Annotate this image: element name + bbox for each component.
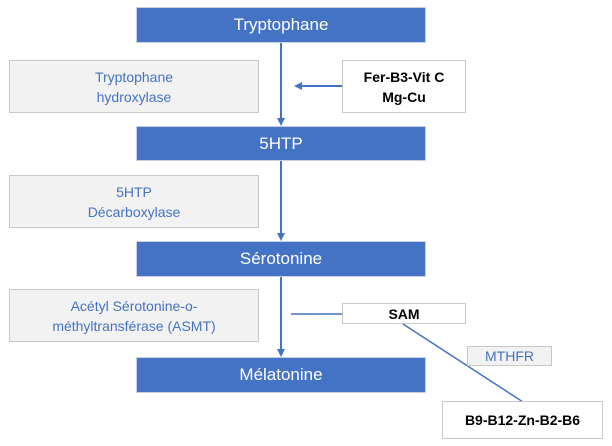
enzyme-tryptophane-hydroxylase: Tryptophane hydroxylase xyxy=(9,60,259,113)
cofactor-sam: SAM xyxy=(342,303,466,324)
enzyme-asmt: Acétyl Sérotonine-o- méthyltransférase (… xyxy=(9,289,259,342)
enzyme-line: hydroxylase xyxy=(96,88,172,105)
enzyme-line: Tryptophane xyxy=(94,68,174,85)
enzyme-line: 5HTP xyxy=(116,183,152,200)
step-serotonine: Sérotonine xyxy=(136,241,426,277)
enzyme-line: méthyltransférase (ASMT) xyxy=(52,317,216,334)
cofactor-b-vitamins: B9-B12-Zn-B2-B6 xyxy=(442,401,603,439)
cofactor-line: Mg-Cu xyxy=(382,88,426,105)
sam-b-vitamins-connector xyxy=(402,323,524,403)
enzyme-line: Décarboxylase xyxy=(87,203,181,220)
cofactor-line: Fer-B3-Vit C xyxy=(363,68,445,85)
enzyme-line: Acétyl Sérotonine-o- xyxy=(70,297,198,314)
step-melatonine: Mélatonine xyxy=(136,357,426,393)
enzyme-mthfr: MTHFR xyxy=(467,346,552,366)
step-tryptophane: Tryptophane xyxy=(136,7,426,43)
enzyme-5htp-decarboxylase: 5HTP Décarboxylase xyxy=(9,175,259,228)
step-5htp: 5HTP xyxy=(136,126,426,161)
cofactor-fer-b3: Fer-B3-Vit C Mg-Cu xyxy=(342,60,466,113)
